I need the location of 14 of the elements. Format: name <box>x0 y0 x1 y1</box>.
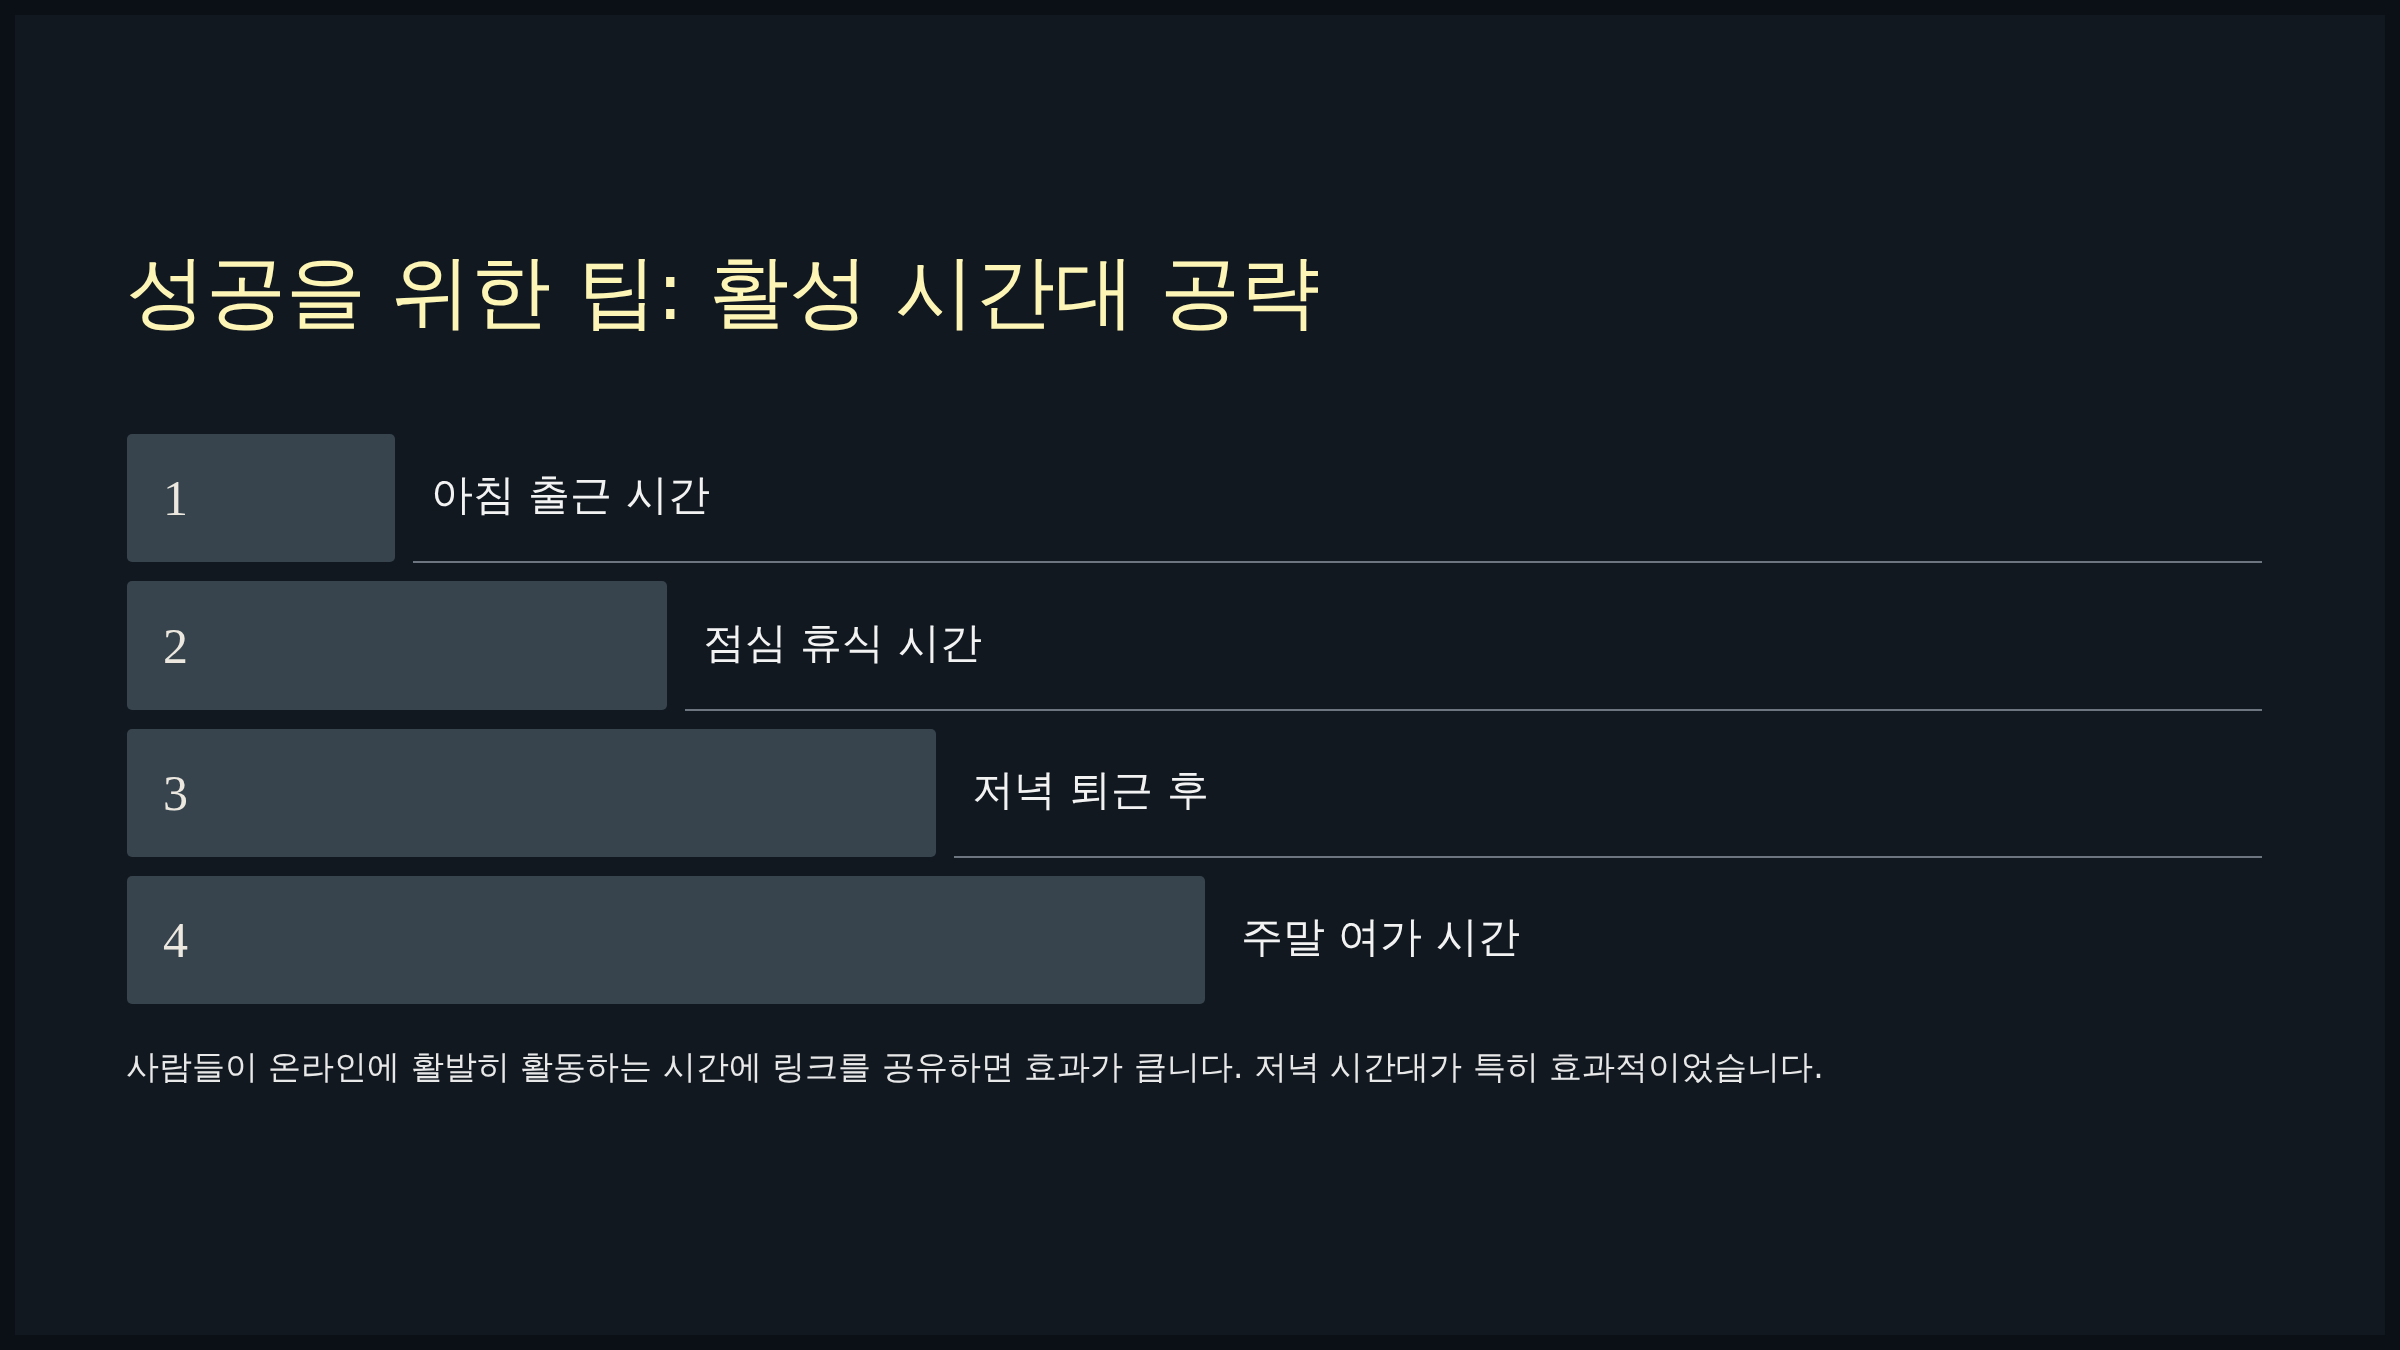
step-bar <box>127 876 1205 1004</box>
caption-text: 사람들이 온라인에 활발히 활동하는 시간에 링크를 공유하면 효과가 큽니다. 저녁 시간대가 특히 효과적이었습니다. <box>126 1046 1824 1088</box>
step-number: 2 <box>163 620 188 671</box>
step-number: 1 <box>163 473 188 523</box>
step-bar <box>127 434 395 562</box>
row-label: 아침 출근 시간 <box>431 469 710 521</box>
row-label: 점심 휴식 시간 <box>703 617 982 668</box>
step-number: 4 <box>163 915 188 965</box>
row-label: 주말 여가 시간 <box>1241 911 1520 963</box>
step-number: 3 <box>163 768 188 818</box>
slide-title: 성공을 위한 팁: 활성 시간대 공략 <box>126 244 1321 340</box>
row-label: 저녁 퇴근 후 <box>972 764 1209 816</box>
step-bar <box>127 581 667 710</box>
step-bar <box>127 729 936 857</box>
